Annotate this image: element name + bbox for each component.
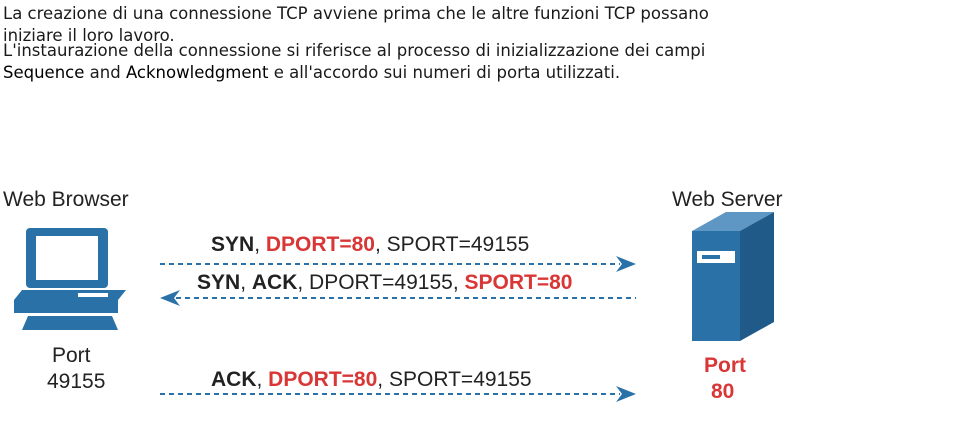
sport-value: SPORT=49155 xyxy=(386,233,530,256)
connection-line-2-rest: e all'accordo sui numeri di porta utiliz… xyxy=(268,63,621,82)
connection-and: and xyxy=(84,63,126,82)
term-sequence: Sequence xyxy=(3,63,85,82)
flag-syn: SYN xyxy=(197,271,241,294)
connection-line-1: L'instaurazione della connessione si rif… xyxy=(3,41,706,60)
message-syn: SYN, DPORT=80, SPORT=49155 xyxy=(211,233,529,257)
separator: , xyxy=(297,271,310,294)
server-title: Web Server xyxy=(672,188,783,211)
arrow-head-1 xyxy=(160,290,180,306)
separator: , xyxy=(240,271,252,294)
sport-value: SPORT=80 xyxy=(464,271,573,294)
server-icon xyxy=(692,212,774,341)
arrow-head-0 xyxy=(616,256,636,272)
dport-value: DPORT=49155 xyxy=(309,271,453,294)
arrow-head-2 xyxy=(616,386,636,402)
flag-ack: ACK xyxy=(211,368,257,391)
server-port-label: Port xyxy=(704,354,746,377)
term-acknowledgment: Acknowledgment xyxy=(125,63,269,82)
dport-value: DPORT=80 xyxy=(265,233,375,256)
client-port-label: Port xyxy=(52,344,91,367)
intro-line-1: La creazione di una connessione TCP avvi… xyxy=(3,4,709,23)
client-port-value: 49155 xyxy=(47,370,106,393)
flag-ack: ACK xyxy=(251,271,298,294)
intro-paragraph: La creazione di una connessione TCP avvi… xyxy=(3,3,709,47)
server-port-value: 80 xyxy=(711,380,735,403)
separator: , xyxy=(452,271,465,294)
client-title: Web Browser xyxy=(3,188,129,211)
flag-syn: SYN xyxy=(211,233,255,256)
separator: , xyxy=(256,368,269,391)
dport-value: DPORT=80 xyxy=(268,368,378,391)
separator: , xyxy=(377,368,389,391)
intro-line-2: iniziare il loro lavoro. xyxy=(3,26,175,45)
separator: , xyxy=(254,233,266,256)
sport-value: SPORT=49155 xyxy=(388,368,532,391)
separator: , xyxy=(374,233,387,256)
message-arrows xyxy=(160,256,636,402)
connection-paragraph: L'instaurazione della connessione si rif… xyxy=(3,40,705,84)
message-ack: ACK, DPORT=80, SPORT=49155 xyxy=(211,368,532,392)
message-syn-ack: SYN, ACK, DPORT=49155, SPORT=80 xyxy=(197,271,572,295)
computer-icon xyxy=(14,228,126,330)
